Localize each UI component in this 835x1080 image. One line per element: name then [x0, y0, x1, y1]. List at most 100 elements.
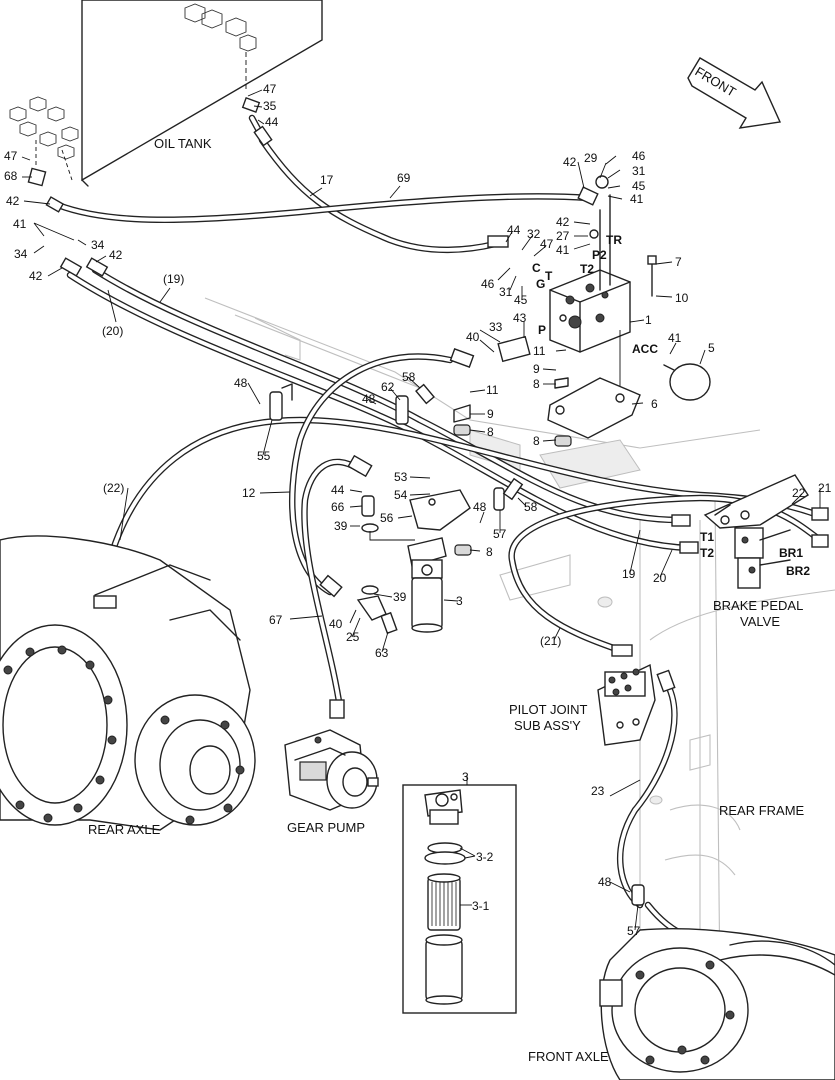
callout: 48	[234, 376, 248, 390]
callout: 8	[486, 545, 493, 559]
callout: 21	[818, 481, 832, 495]
callout: 39	[393, 590, 407, 604]
pilot-joint-sub-assembly	[597, 663, 656, 746]
callout: 9	[533, 362, 540, 376]
callout: 44	[265, 115, 279, 129]
callout: 34	[14, 247, 28, 261]
callout: 31	[499, 285, 513, 299]
callout: 66	[331, 500, 345, 514]
callout: 62	[381, 380, 395, 394]
callout: 68	[4, 169, 18, 183]
callout: 23	[591, 784, 605, 798]
callout: 39	[334, 519, 348, 533]
callout: 48	[598, 875, 612, 889]
callout: 58	[524, 500, 538, 514]
front-axle	[599, 928, 835, 1080]
callout: 48	[473, 500, 487, 514]
callout: 57	[627, 924, 641, 938]
line-filter	[356, 489, 471, 635]
callout: 42	[29, 269, 43, 283]
callout: 41	[556, 243, 570, 257]
callout: 40	[329, 617, 343, 631]
callout: (21)	[540, 634, 561, 648]
callout: 58	[402, 370, 416, 384]
caption-gear-pump: GEAR PUMP	[287, 820, 365, 835]
callout: 43	[513, 311, 527, 325]
callout: 44	[331, 483, 345, 497]
port-t: T	[545, 269, 553, 283]
port-acc: ACC	[632, 342, 658, 356]
callout: 5	[708, 341, 715, 355]
oil-tank	[9, 0, 323, 187]
callout: 45	[514, 293, 528, 307]
callout: 42	[6, 194, 20, 208]
caption-rear-axle: REAR AXLE	[88, 822, 161, 837]
callout: 42	[563, 155, 577, 169]
tank-fittings	[9, 3, 257, 160]
port-p2: P2	[592, 248, 607, 262]
callout: 27	[556, 229, 570, 243]
callout: (22)	[103, 481, 124, 495]
callout: 56	[380, 511, 394, 525]
caption-pilot-joint-line1: PILOT JOINT	[509, 702, 588, 717]
callout: 8	[533, 377, 540, 391]
callout: 29	[584, 151, 598, 165]
callout: 9	[487, 407, 494, 421]
callout: 20	[653, 571, 667, 585]
accumulator	[663, 363, 711, 401]
port-t2-pedal: T2	[700, 546, 714, 560]
callout: 3-1	[472, 899, 490, 913]
callout: 11	[486, 383, 499, 397]
callout: (19)	[163, 272, 184, 286]
front-direction-arrow	[687, 57, 782, 129]
callout: 45	[632, 179, 646, 193]
hoses	[54, 114, 824, 942]
callout: 42	[556, 215, 570, 229]
callout: (20)	[102, 324, 123, 338]
callout: 7	[675, 255, 682, 269]
callout: 41	[630, 192, 644, 206]
pipe-clamps	[269, 383, 645, 906]
callout-numbers: 47 35 44 47 68 42 41 34 34 42 42 17 69 (…	[4, 82, 832, 938]
callout: 57	[493, 527, 507, 541]
callout: 48	[362, 392, 376, 406]
port-c: C	[532, 261, 541, 275]
callout: 32	[527, 227, 541, 241]
callout: 44	[507, 223, 521, 237]
callout: 41	[668, 331, 682, 345]
port-g: G	[536, 277, 545, 291]
mounting-bracket	[453, 377, 641, 556]
port-t1: T1	[700, 530, 714, 544]
port-tr: TR	[606, 233, 622, 247]
caption-brake-pedal-line2: VALVE	[740, 614, 780, 629]
hose-fittings	[27, 97, 829, 947]
callout: 11	[533, 344, 546, 358]
callout: 40	[466, 330, 480, 344]
callout: 1	[645, 313, 652, 327]
port-br2: BR2	[786, 564, 810, 578]
callout: 69	[397, 171, 411, 185]
captions: OIL TANK FRONT BRAKE PEDAL VALVE PILOT J…	[88, 64, 805, 1064]
rear-axle	[0, 535, 256, 831]
callout: 53	[394, 470, 408, 484]
callout: 35	[263, 99, 277, 113]
callout: 8	[533, 434, 540, 448]
port-labels: TR P2 T2 T G C P ACC T1 T2 BR1 BR2	[532, 233, 810, 578]
callout: 63	[375, 646, 389, 660]
callout: 8	[487, 425, 494, 439]
callout: 3	[462, 770, 469, 784]
gear-pump	[284, 729, 379, 811]
callout: 67	[269, 613, 283, 627]
callout: 12	[242, 486, 256, 500]
callout: 6	[651, 397, 658, 411]
port-br1: BR1	[779, 546, 803, 560]
callout: 3-2	[476, 850, 494, 864]
chassis-frame-background	[204, 297, 835, 1000]
callout: 54	[394, 488, 408, 502]
caption-front-axle: FRONT AXLE	[528, 1049, 609, 1064]
callout: 42	[109, 248, 123, 262]
callout: 46	[632, 149, 646, 163]
callout: 17	[320, 173, 334, 187]
callout: 3	[456, 594, 463, 608]
